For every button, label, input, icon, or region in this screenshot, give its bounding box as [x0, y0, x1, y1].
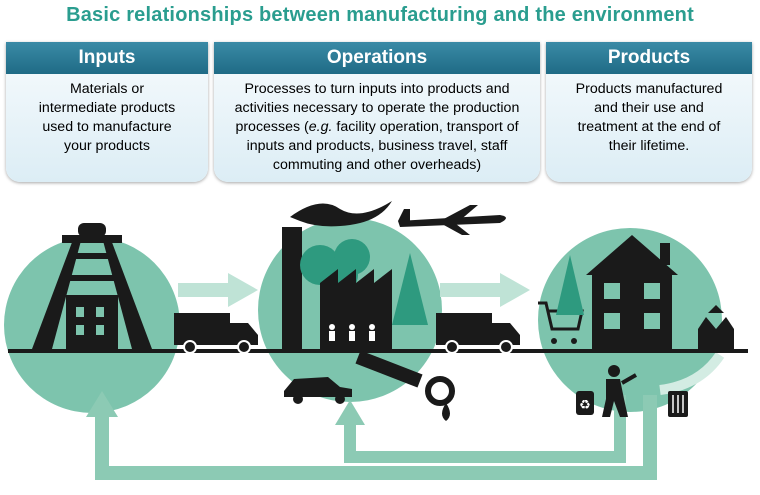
loop-to-inputs-path — [95, 395, 657, 480]
delivery-truck-icon — [174, 313, 258, 354]
loop-to-operations-arrowhead — [335, 400, 365, 425]
products-card: Products Products manufactured and their… — [546, 42, 752, 182]
end-of-life-arrow — [659, 352, 725, 395]
office-workers-icon — [329, 324, 375, 341]
operations-text-part1: Processes to turn inputs into products a… — [234, 81, 520, 135]
loop-to-operations-path — [344, 395, 626, 463]
chimney-icon — [282, 227, 302, 349]
diagram-title: Basic relationships between manufacturin… — [66, 4, 694, 26]
lifecycle-illustration: ♻ — [4, 201, 748, 480]
person-recycling-icon — [602, 365, 637, 417]
operations-heading: Operations — [214, 42, 540, 74]
pipe-icon — [355, 350, 423, 388]
loop-to-inputs-arrowhead — [86, 391, 118, 417]
operations-to-products-arrow — [440, 273, 530, 307]
operations-card: Operations Processes to turn inputs into… — [214, 42, 540, 182]
smoke-cloud-icon — [290, 201, 392, 227]
operations-trees — [300, 239, 428, 325]
products-tree — [556, 255, 584, 315]
mine-windows — [76, 307, 104, 335]
pipe-outlet-icon — [425, 376, 455, 406]
operations-description: Processes to turn inputs into products a… — [214, 74, 540, 175]
products-description: Products manufactured and their use and … — [575, 81, 723, 154]
trash-can-icon — [668, 391, 688, 417]
inputs-description: Materials or intermediate products used … — [38, 81, 176, 154]
airplane-icon — [398, 205, 506, 235]
shipping-truck-icon — [436, 313, 520, 354]
mine-headframe-icon — [32, 223, 152, 349]
inputs-heading: Inputs — [6, 42, 208, 74]
oil-drop-icon — [442, 403, 450, 421]
house-icon — [586, 235, 678, 349]
recycle-bin-icon — [576, 391, 594, 415]
operations-text-part2: facility operation, transport of inputs … — [246, 119, 519, 173]
open-box-icon — [698, 305, 734, 349]
svg-text:♻: ♻ — [579, 398, 591, 413]
inputs-card: Inputs Materials or intermediate product… — [6, 42, 208, 182]
car-icon — [284, 377, 352, 404]
inputs-to-operations-arrow — [178, 273, 258, 307]
products-heading: Products — [546, 42, 752, 74]
operations-text-emphasis: e.g. — [308, 119, 333, 135]
ground-line — [8, 349, 748, 353]
